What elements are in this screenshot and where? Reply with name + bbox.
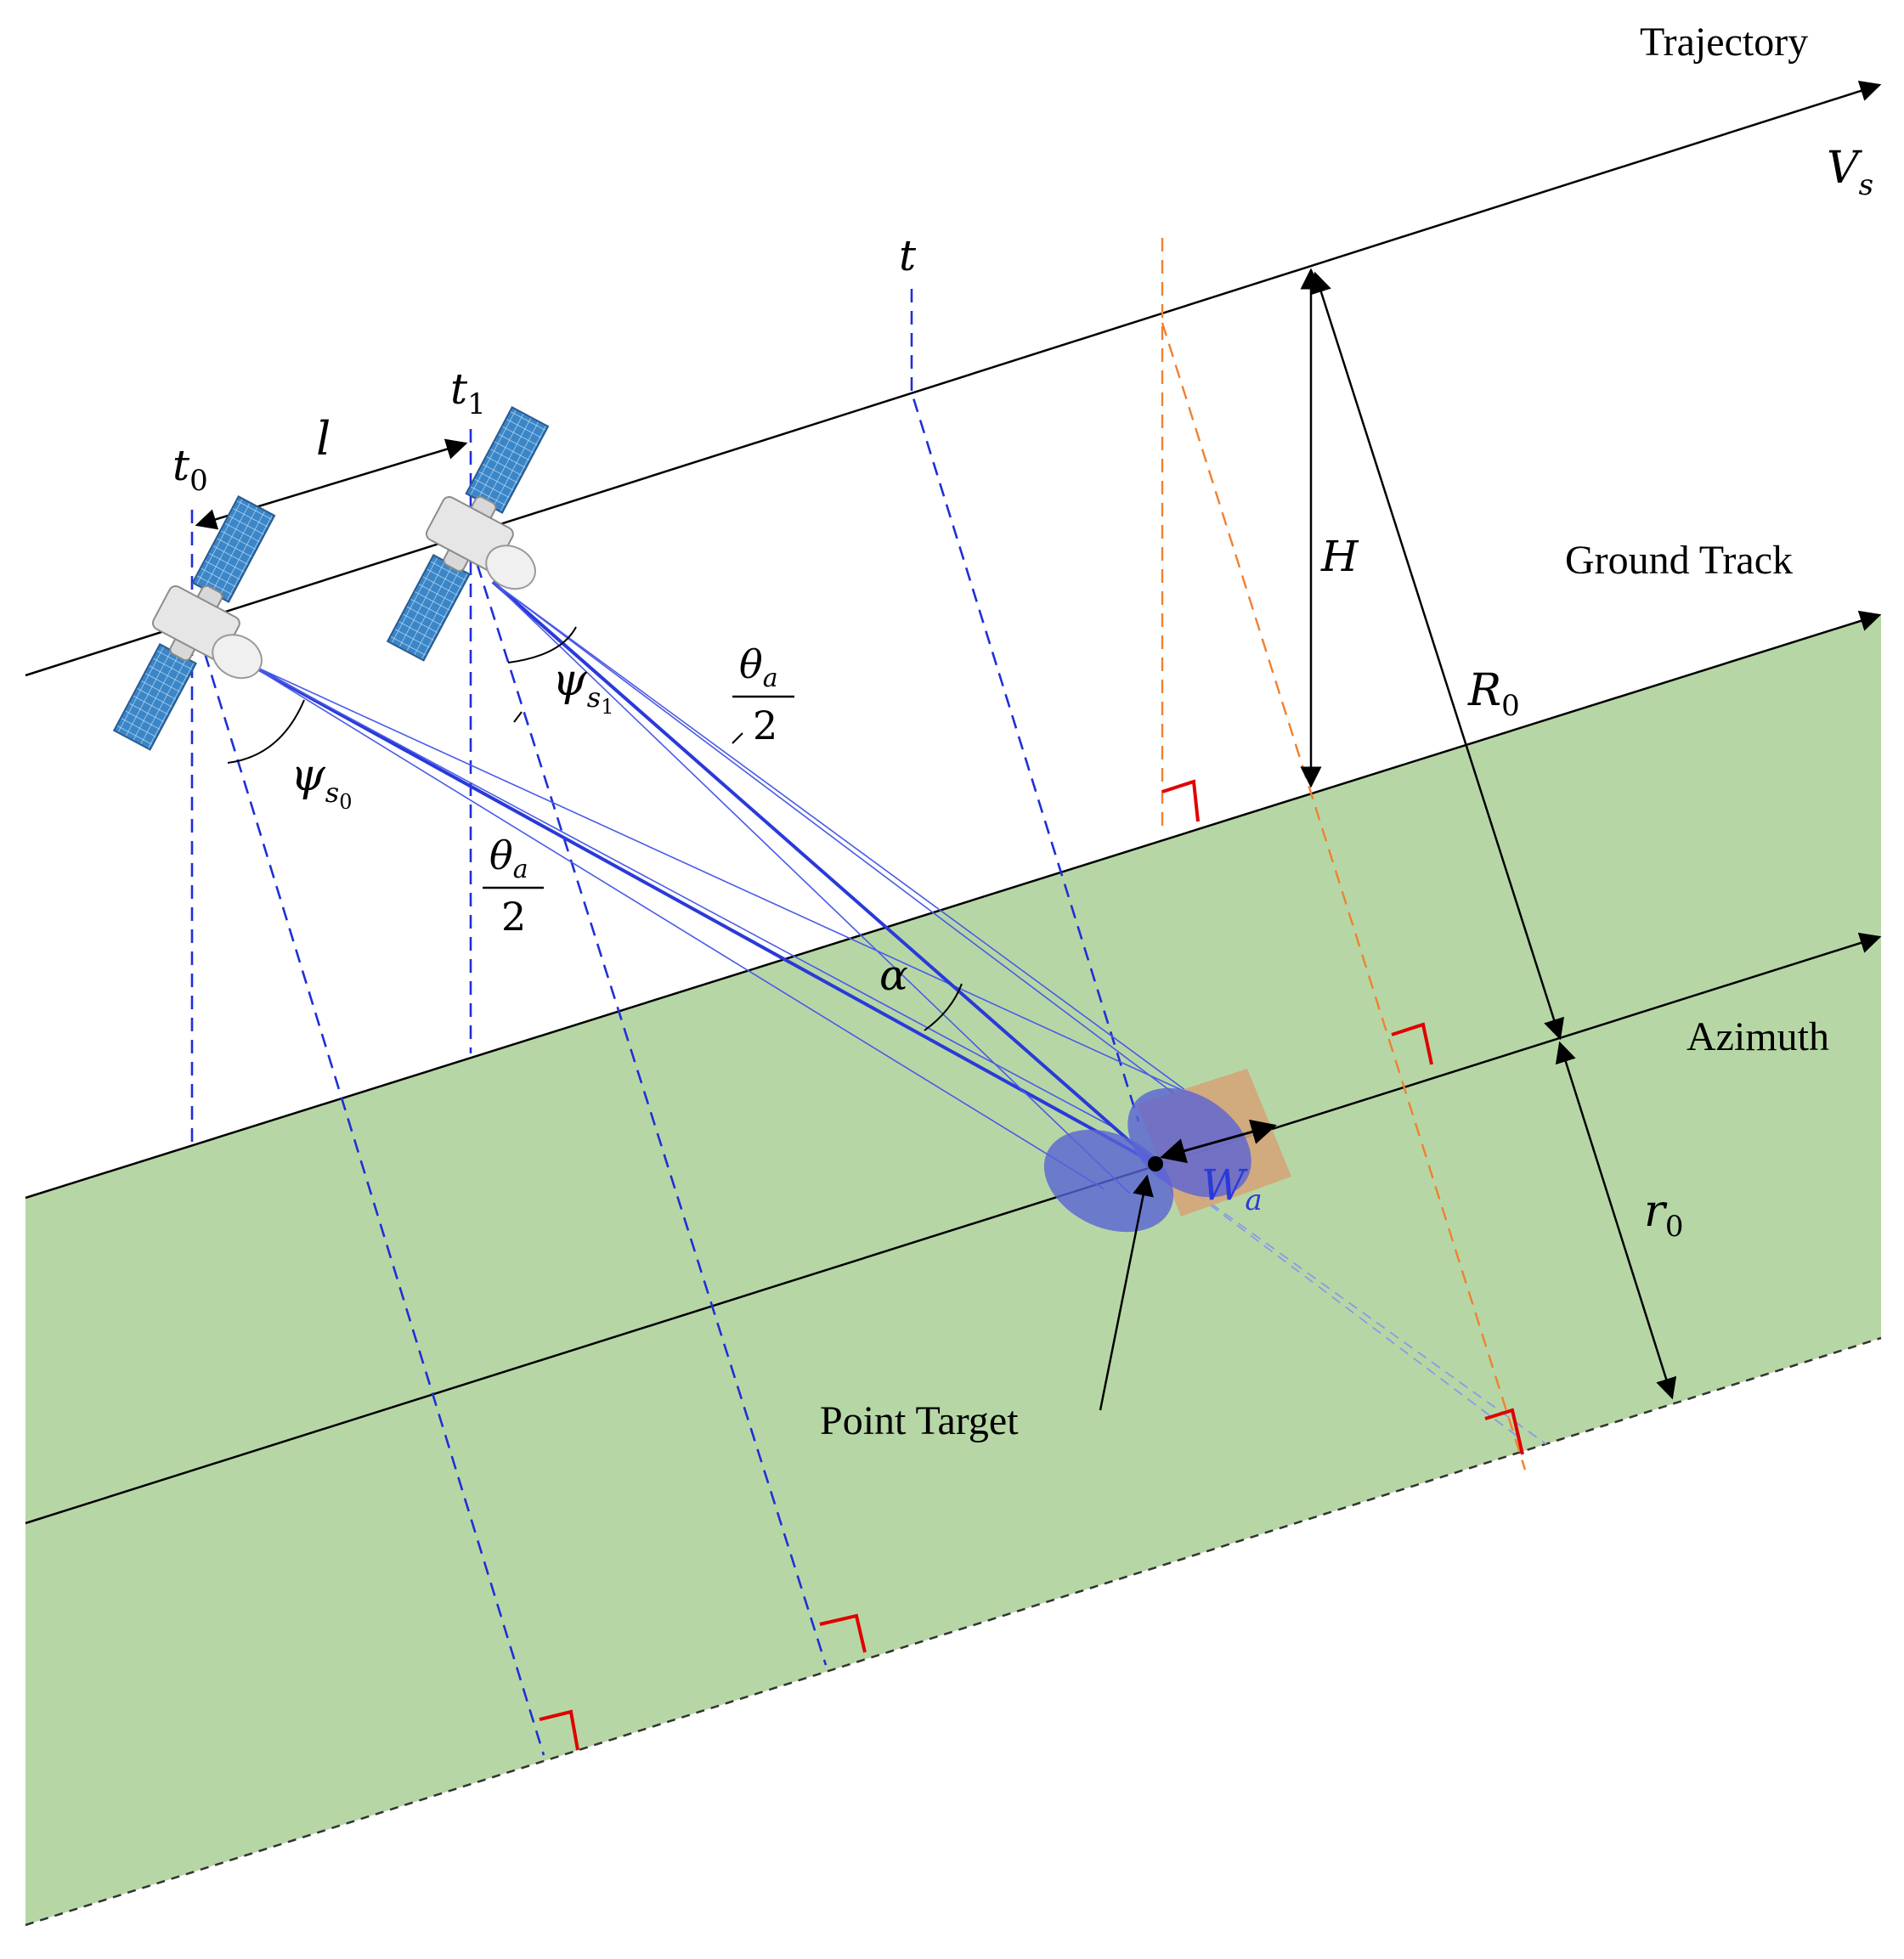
squint-angle-t0-symbol: ψs0 (291, 750, 352, 814)
height-symbol: H (1320, 532, 1359, 581)
azimuth-line (25, 932, 1882, 1525)
point-target-pointer (1099, 1174, 1154, 1411)
trajectory-line (25, 80, 1882, 677)
ground-swath (25, 615, 1881, 1925)
half-beamwidth-fraction-lower: θa 2 (483, 833, 544, 940)
squint-angle-t1-symbol: ψs1 (552, 655, 613, 719)
satellite-icon (112, 495, 276, 751)
point-target-dot (1148, 1156, 1163, 1171)
ground-track-line (25, 610, 1882, 1200)
beam-width-symbol: Wa (1201, 1160, 1263, 1217)
svg-text:2: 2 (501, 894, 526, 940)
satellite-icon (386, 406, 550, 662)
angle-arcs (227, 626, 963, 1031)
svg-text:2: 2 (753, 703, 777, 748)
wa-arrow (1160, 1119, 1277, 1164)
svg-text:θa: θa (739, 641, 778, 693)
time-t-symbol: t (899, 231, 917, 280)
ground-range-symbol: r0 (1644, 1186, 1684, 1244)
time-t1-symbol: t1 (450, 364, 486, 421)
point-target-label: Point Target (820, 1398, 1019, 1443)
ground-track-label: Ground Track (1565, 538, 1793, 583)
spacing-symbol: l (316, 412, 331, 466)
svg-text:θa: θa (489, 833, 528, 884)
right-angle-marks (539, 779, 1524, 1751)
velocity-symbol: Vs (1827, 143, 1873, 202)
time-t0-symbol: t0 (172, 441, 208, 498)
slant-range-arrow (1310, 271, 1565, 1041)
vertical-guides (190, 289, 1140, 1143)
half-beamwidth-fraction-upper: θa 2 (732, 641, 794, 748)
azimuth-label: Azimuth (1686, 1014, 1829, 1059)
ground-range-arrow (1555, 1041, 1677, 1400)
trajectory-label: Trajectory (1640, 20, 1808, 65)
slant-range-symbol: R0 (1467, 665, 1520, 723)
nadir-projections (190, 543, 828, 1756)
alpha-symbol: α (879, 951, 908, 1000)
beam-lines (246, 580, 1547, 1445)
swath-far-edge (25, 1336, 1882, 1927)
